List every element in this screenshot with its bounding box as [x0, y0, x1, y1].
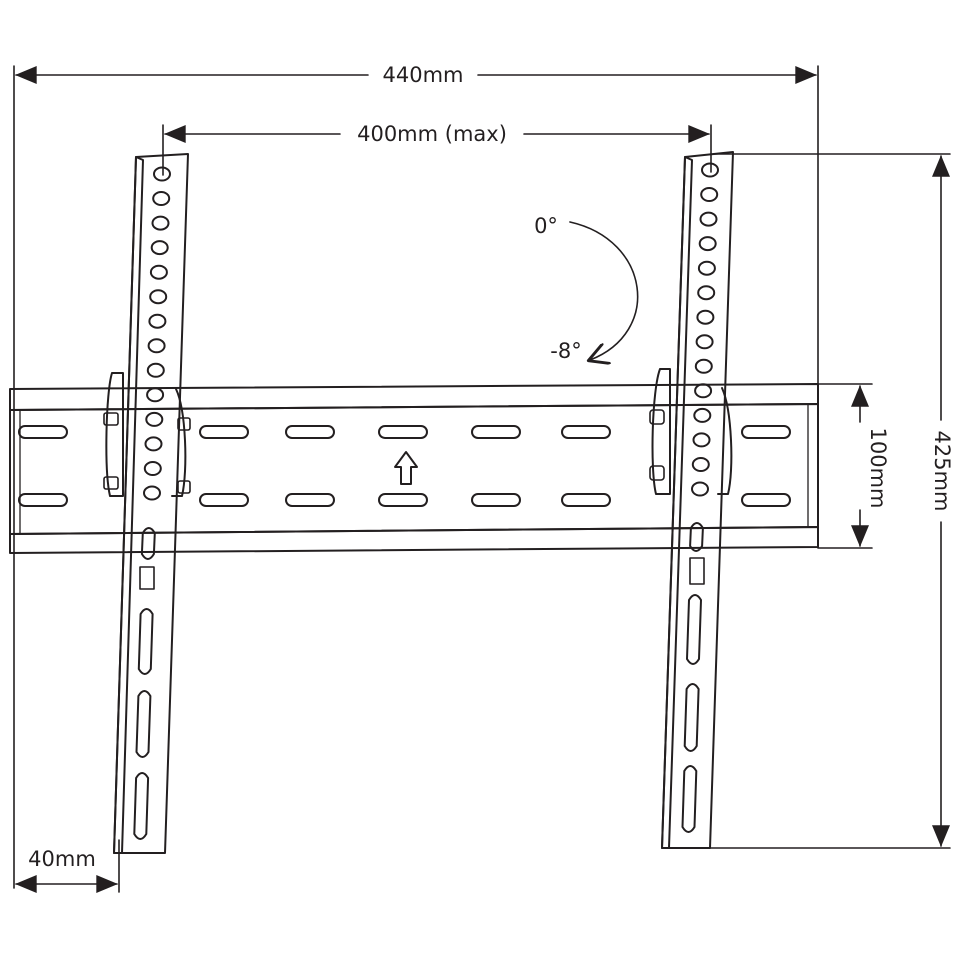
rail-slot	[285, 493, 335, 507]
right-hole-column	[691, 162, 719, 497]
bracket-hole	[699, 211, 718, 227]
bracket-hole	[145, 411, 164, 427]
left-lower-slots	[133, 527, 156, 840]
bracket-hole	[698, 236, 717, 252]
right-bolts	[649, 409, 665, 481]
rail-slot	[199, 425, 249, 439]
bracket-slot	[686, 594, 702, 665]
bracket-hole	[143, 461, 162, 476]
left-bracket	[103, 153, 191, 854]
rail-slot-group	[18, 425, 791, 507]
rail-slot	[285, 425, 335, 439]
dimension-vesa-width: 400mm (max)	[162, 122, 712, 176]
rail-height-label: 100mm	[866, 428, 890, 509]
bracket-hole	[692, 432, 711, 448]
bracket-hole	[147, 338, 166, 354]
tilt-arc-arrow-icon	[569, 221, 639, 360]
bracket-hole	[694, 383, 713, 399]
bolt	[177, 417, 191, 431]
bracket-hole	[144, 436, 163, 452]
bracket-hole	[146, 362, 165, 378]
bracket-hole	[149, 264, 168, 280]
right-bracket-side	[661, 156, 693, 849]
rail-slot	[741, 425, 791, 439]
right-lower-slots	[681, 522, 704, 833]
bracket-hole	[148, 313, 167, 329]
left-bracket-side	[113, 156, 144, 854]
rail-slot	[471, 493, 521, 507]
right-hinge-plate	[651, 368, 671, 495]
dimension-height: 425mm	[667, 153, 954, 849]
left-hole-column	[143, 166, 171, 501]
wall-rail	[9, 383, 819, 554]
bracket-hole	[153, 166, 171, 182]
rail-slot	[561, 493, 611, 507]
bracket-slot	[681, 765, 698, 833]
rail-slot	[199, 493, 249, 507]
left-bolts	[103, 412, 191, 494]
bracket-hole	[700, 187, 719, 202]
rail-slot	[18, 425, 68, 439]
right-bracket	[649, 151, 734, 849]
rail-slot	[561, 425, 611, 439]
rail-slot	[378, 425, 428, 439]
rail-slot	[378, 493, 428, 507]
bracket-hole	[150, 240, 169, 256]
left-hinge-plate	[105, 372, 124, 497]
bracket-hole	[149, 289, 168, 305]
total-width-label: 440mm	[383, 63, 464, 87]
right-latch	[689, 557, 705, 585]
bracket-hole	[691, 457, 710, 472]
bolt	[177, 480, 191, 494]
bracket-hole	[697, 285, 716, 301]
right-hinge-plate-rear	[717, 387, 733, 495]
bracket-hole	[695, 334, 714, 350]
bracket-hole	[691, 481, 709, 497]
bracket-hole	[151, 215, 170, 231]
bracket-hole	[143, 485, 161, 501]
bracket-slot	[135, 690, 152, 758]
rail-bottom-flange	[9, 526, 819, 554]
bracket-slot	[689, 522, 704, 552]
tilt-upper-label: 0°	[534, 214, 558, 238]
bracket-slot	[137, 608, 154, 675]
vesa-width-label: 400mm (max)	[357, 122, 507, 146]
rail-body	[9, 403, 819, 535]
bracket-slot	[683, 683, 700, 752]
left-bracket-face	[113, 153, 189, 854]
bracket-hole	[146, 387, 165, 403]
rail-slot	[741, 493, 791, 507]
bolt	[649, 409, 665, 425]
bolt	[103, 412, 119, 426]
up-arrow-icon	[394, 451, 418, 485]
bolt	[649, 465, 665, 481]
bolt	[103, 476, 119, 490]
bracket-hole	[694, 358, 713, 374]
bracket-hole	[693, 407, 712, 423]
bracket-hole	[701, 162, 719, 178]
rail-slot	[471, 425, 521, 439]
bracket-hole	[697, 260, 716, 276]
rail-slot	[18, 493, 68, 507]
bracket-slot	[140, 527, 156, 560]
tilt-lower-label: -8°	[550, 339, 581, 363]
dimension-rail-height: 100mm	[817, 383, 890, 549]
bracket-hole	[696, 309, 715, 325]
dimension-total-width: 440mm	[13, 63, 819, 889]
bracket-slot	[133, 772, 150, 840]
height-label: 425mm	[930, 431, 954, 512]
left-latch	[139, 566, 155, 590]
bracket-hole	[152, 191, 171, 206]
wall-offset-label: 40mm	[28, 847, 96, 871]
dimension-wall-offset: 40mm	[15, 839, 120, 893]
